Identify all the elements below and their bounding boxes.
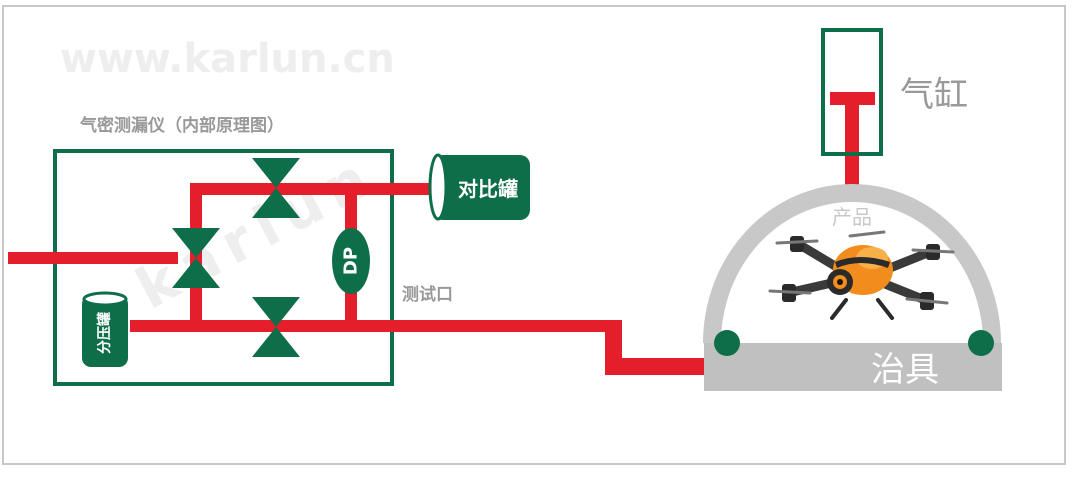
pressure-tank-label: 分压罐 (96, 312, 113, 354)
valve-top-icon (252, 158, 300, 218)
top-pipe (190, 183, 435, 195)
instrument-title: 气密测漏仪（内部原理图） (79, 115, 284, 136)
seal-left-icon (714, 330, 740, 356)
fixture-base (704, 343, 1002, 391)
instrument-box (53, 149, 394, 386)
dp-sensor-icon (332, 228, 370, 294)
product-label: 产品 (832, 205, 872, 229)
valve-bottom-icon (252, 297, 300, 357)
cylinder-label: 气缸 (900, 75, 968, 115)
inlet-pipe (8, 252, 178, 264)
valve-left-icon (172, 228, 220, 288)
bottom-pipe (130, 320, 622, 332)
drone-icon (768, 230, 955, 320)
pressure-tank-icon (82, 291, 128, 367)
dome-cover (703, 184, 1001, 343)
seal-right-icon (968, 330, 994, 356)
dp-label: DP (341, 247, 362, 275)
cylinder-body (821, 28, 883, 156)
watermark: www.karlun.cn (60, 36, 395, 82)
fixture-label: 治具 (871, 350, 939, 390)
reference-tank-icon (428, 153, 530, 221)
valves (172, 158, 300, 357)
cylinder-piston (830, 92, 875, 105)
reference-tank-label: 对比罐 (458, 177, 518, 201)
test-port-label: 测试口 (402, 284, 453, 305)
outer-frame (2, 5, 1066, 465)
cylinder-rod (845, 100, 859, 190)
